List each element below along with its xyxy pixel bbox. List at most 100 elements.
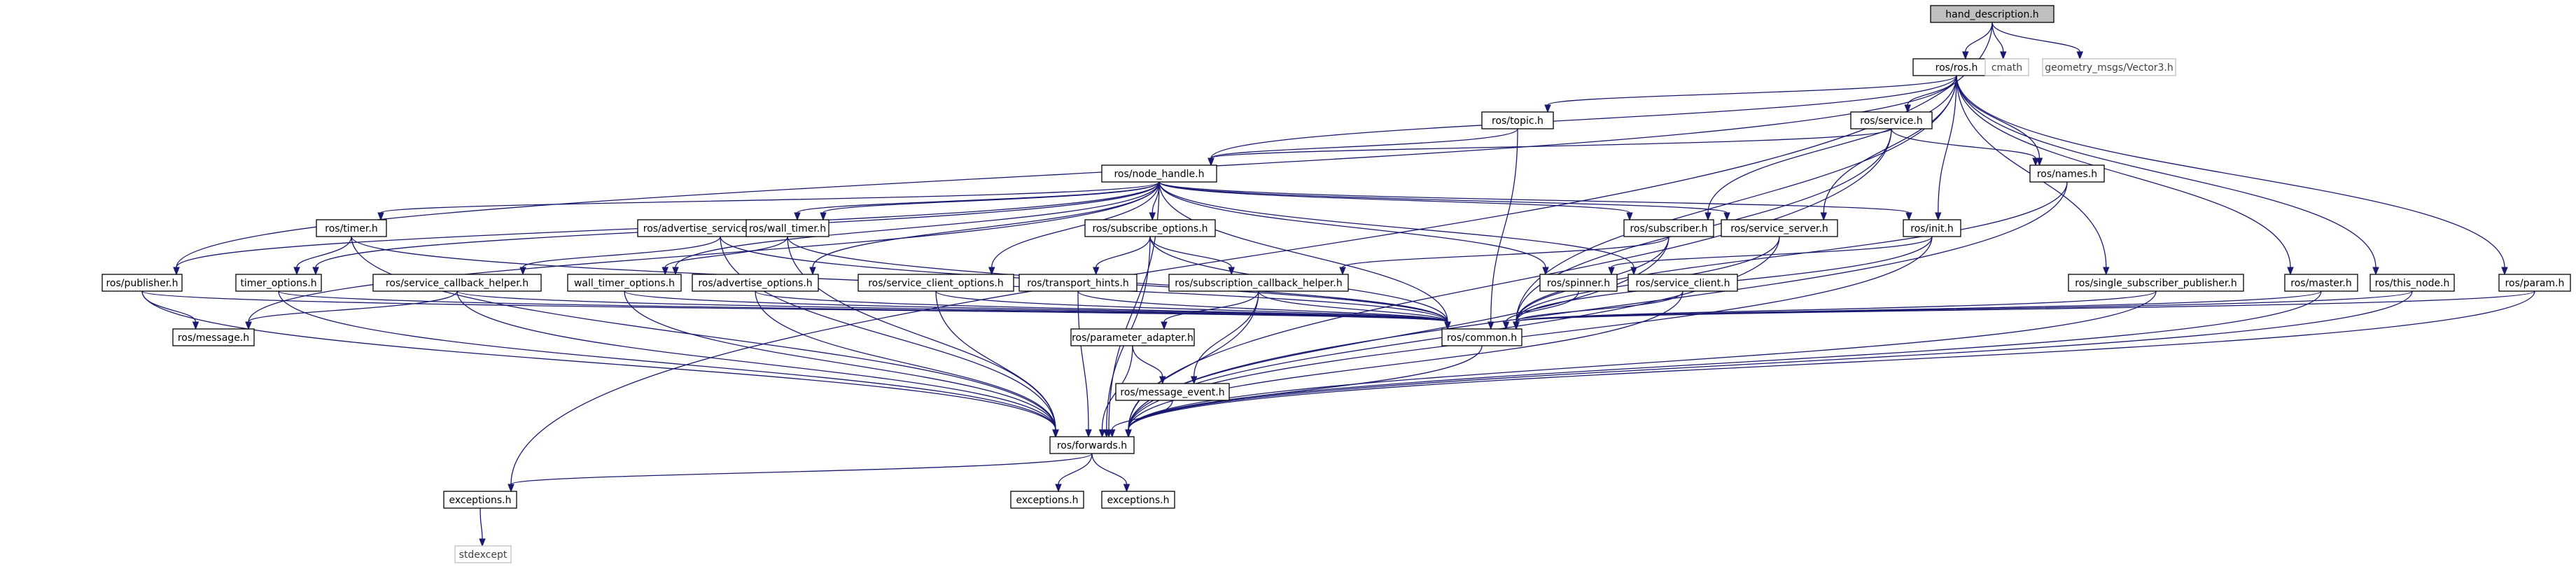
node-box	[2068, 274, 2244, 292]
edge-sub-cb-helper-to-message-event	[1191, 290, 1259, 385]
edge-line	[1158, 181, 1728, 213]
node-service-client[interactable]: ros/service_client.h	[1628, 274, 1738, 292]
edge-wall-timer-to-wall-timer-opts	[662, 236, 788, 276]
node-topic[interactable]: ros/topic.h	[1481, 111, 1554, 129]
edge-line	[1707, 75, 1957, 213]
edge-node-handle-to-service-server	[1158, 181, 1730, 221]
node-stdexcept[interactable]: stdexcept	[454, 545, 512, 563]
edge-line	[1128, 345, 1483, 430]
node-sub-cb-helper[interactable]: ros/subscription_callback_helper.h	[1168, 274, 1349, 292]
edge-line	[935, 290, 1448, 323]
node-box	[1101, 164, 1217, 183]
node-box	[454, 545, 512, 563]
edge-arrowhead	[192, 321, 200, 330]
node-master[interactable]: ros/master.h	[2284, 274, 2358, 292]
node-sub-opts[interactable]: ros/subscribe_options.h	[1084, 219, 1216, 237]
edge-arrowhead	[1935, 212, 1942, 221]
edge-sub-opts-to-sub-cb-helper	[1149, 236, 1235, 276]
edge-line	[1132, 345, 1163, 377]
node-transport-hints[interactable]: ros/transport_hints.h	[1018, 274, 1138, 292]
edge-line	[1965, 22, 1993, 52]
node-forwards[interactable]: ros/forwards.h	[1049, 436, 1135, 454]
node-label: ros/topic.h	[1492, 115, 1544, 127]
node-exceptions-c[interactable]: exceptions.h	[1101, 491, 1175, 509]
node-box	[172, 328, 255, 346]
edge-line	[141, 290, 1056, 430]
node-srv-client-opts[interactable]: ros/service_client_options.h	[858, 274, 1014, 292]
node-box	[2284, 274, 2358, 292]
node-label: ros/spinner.h	[1547, 278, 1610, 289]
edge-line	[1058, 453, 1093, 485]
node-label: ros/parameter_adapter.h	[1072, 332, 1194, 344]
node-timer[interactable]: ros/timer.h	[316, 219, 387, 237]
edge-line	[1194, 290, 1259, 377]
node-this-node[interactable]: ros/this_node.h	[2370, 274, 2455, 292]
edge-param-to-forwards	[1125, 290, 2535, 438]
node-timer-options[interactable]: timer_options.h	[235, 274, 322, 292]
node-box	[1101, 491, 1175, 509]
edge-arrowhead	[2501, 267, 2508, 276]
node-box	[1084, 219, 1216, 237]
node-label: ros/message.h	[178, 332, 249, 344]
edge-arrowhead	[1502, 321, 1510, 330]
node-common[interactable]: ros/common.h	[1441, 328, 1522, 346]
node-box	[1623, 219, 1714, 237]
node-label: ros/ros.h	[1935, 62, 1978, 73]
edge-arrowhead	[1339, 267, 1346, 276]
edge-line	[1158, 181, 1448, 323]
node-wall-timer-opts[interactable]: wall_timer_options.h	[567, 274, 682, 292]
node-single-sub-pub[interactable]: ros/single_subscriber_publisher.h	[2068, 274, 2244, 292]
edge-forwards-to-exceptions-c	[1091, 453, 1130, 493]
node-hand-description[interactable]: hand_description.h	[1930, 5, 2054, 23]
node-service-server[interactable]: ros/service_server.h	[1721, 219, 1838, 237]
node-subscriber[interactable]: ros/subscriber.h	[1623, 219, 1714, 237]
node-label: ros/names.h	[2037, 169, 2097, 180]
edge-node-handle-to-spinner	[1158, 181, 1549, 276]
node-label: ros/node_handle.h	[1114, 169, 1204, 180]
edge-line	[1342, 236, 1670, 268]
node-spinner[interactable]: ros/spinner.h	[1539, 274, 1618, 292]
edge-line	[1077, 290, 1448, 323]
edge-arrowhead	[1159, 376, 1166, 385]
edge-arrowhead	[1191, 376, 1198, 385]
node-param-adapter[interactable]: ros/parameter_adapter.h	[1070, 328, 1195, 346]
node-exceptions-a[interactable]: exceptions.h	[443, 491, 517, 509]
node-exceptions-b[interactable]: exceptions.h	[1010, 491, 1084, 509]
edge-ros-to-subscriber	[1704, 75, 1957, 221]
node-label: exceptions.h	[1016, 495, 1078, 506]
edge-line	[1128, 128, 1892, 430]
node-init[interactable]: ros/init.h	[1903, 219, 1961, 237]
edge-arrowhead	[1905, 212, 1912, 221]
node-box	[2029, 164, 2105, 183]
node-publisher[interactable]: ros/publisher.h	[102, 274, 183, 292]
node-label: timer_options.h	[240, 278, 316, 289]
node-service[interactable]: ros/service.h	[1850, 111, 1933, 129]
node-names[interactable]: ros/names.h	[2029, 164, 2105, 183]
edge-arrowhead	[1123, 484, 1130, 493]
node-message-event[interactable]: ros/message_event.h	[1115, 383, 1230, 401]
node-cmath[interactable]: cmath	[1984, 58, 2029, 76]
node-srv-cb-helper[interactable]: ros/service_callback_helper.h	[372, 274, 542, 292]
edge-arrowhead	[672, 267, 679, 276]
edge-line	[664, 236, 788, 268]
node-param[interactable]: ros/param.h	[2498, 274, 2571, 292]
edge-line	[1163, 290, 1259, 323]
node-label: ros/master.h	[2290, 278, 2351, 289]
edge-line	[1956, 75, 2505, 268]
edge-arrowhead	[1109, 429, 1116, 438]
node-message[interactable]: ros/message.h	[172, 328, 255, 346]
edge-adv-srv-opts-to-forwards	[720, 236, 1059, 438]
node-label: ros/subscriber.h	[1630, 223, 1707, 234]
node-box	[1168, 274, 1349, 292]
edge-hand-description-to-ros	[1962, 22, 1993, 60]
node-node-handle[interactable]: ros/node_handle.h	[1101, 164, 1217, 183]
node-vector3[interactable]: geometry_msgs/Vector3.h	[2042, 58, 2176, 76]
edge-line	[1991, 22, 2004, 52]
node-adv-opts[interactable]: ros/advertise_options.h	[692, 274, 819, 292]
node-wall-timer[interactable]: ros/wall_timer.h	[746, 219, 830, 237]
edge-arrowhead	[312, 267, 319, 276]
edge-forwards-to-exceptions-b	[1055, 453, 1093, 493]
node-box	[1850, 111, 1933, 129]
edge-line	[1210, 128, 1892, 159]
